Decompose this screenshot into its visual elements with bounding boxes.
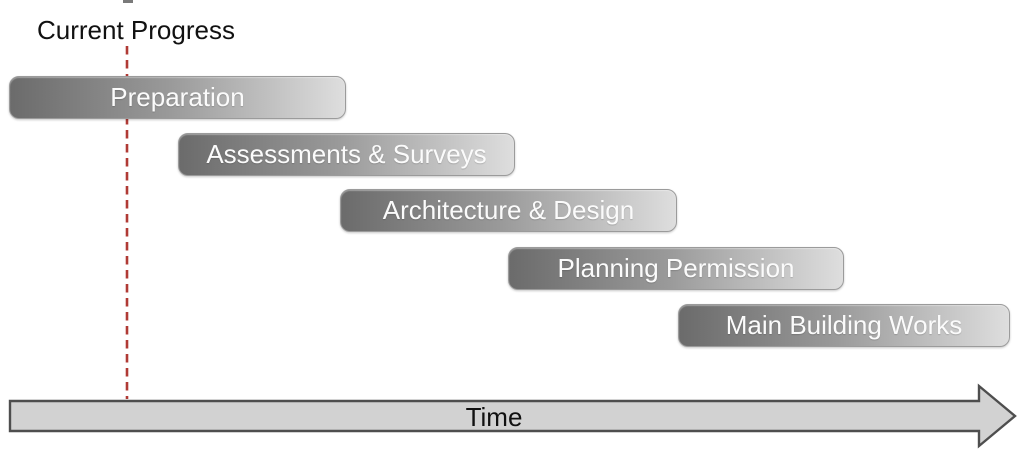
current-progress-label: Current Progress	[37, 15, 235, 45]
phase-label: Planning Permission	[557, 253, 795, 283]
phase-bar-assessments-surveys: Assessments & Surveys	[178, 133, 515, 176]
crop-artifact	[123, 0, 133, 3]
phase-label: Preparation	[110, 82, 245, 112]
phase-label: Main Building Works	[725, 310, 963, 340]
phase-bar-preparation: Preparation	[9, 76, 346, 119]
phase-label: Assessments & Surveys	[206, 139, 487, 169]
time-axis-arrow	[8, 383, 1017, 449]
phase-bar-main-building-works: Main Building Works	[678, 304, 1010, 347]
phase-label: Architecture & Design	[382, 195, 635, 225]
phase-bar-planning-permission: Planning Permission	[508, 247, 844, 290]
phase-bar-architecture-design: Architecture & Design	[340, 189, 677, 232]
